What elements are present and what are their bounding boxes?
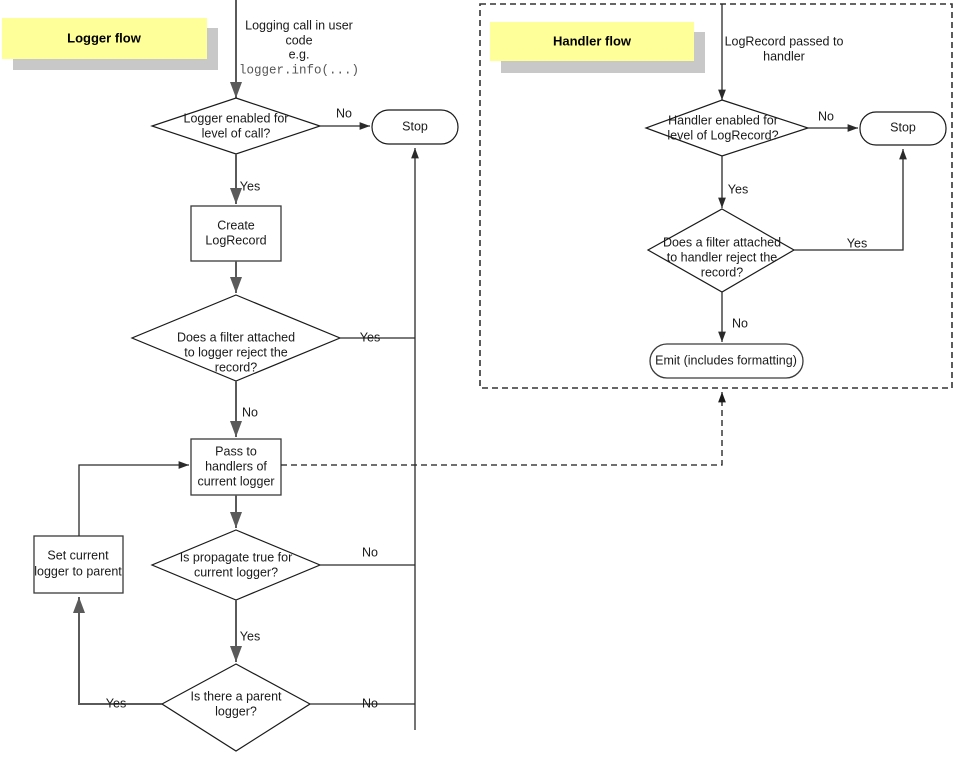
edge-label-logger-filter-yes: Yes <box>360 330 380 344</box>
handler-entry-caption-line2: handler <box>763 49 805 63</box>
node-handler-filter-line3: record? <box>701 265 743 279</box>
node-is-propagate-line1: Is propagate true for <box>180 550 293 564</box>
node-pass-to-handlers-line1: Pass to <box>215 444 257 458</box>
node-create-logrecord-line1: Create <box>217 218 255 232</box>
handler-flow-title-box <box>490 22 694 61</box>
node-logger-filter-line1: Does a filter attached <box>177 330 295 344</box>
node-has-parent[interactable] <box>160 663 312 752</box>
node-create-logrecord-line2: LogRecord <box>205 233 266 247</box>
node-pass-to-handlers-line2: handlers of <box>205 459 267 473</box>
node-handler-filter-line1: Does a filter attached <box>663 235 781 249</box>
edge-label-is-propagate-no: No <box>362 545 378 559</box>
handler-flow-title-badge: Handler flow <box>490 22 705 73</box>
handler-flow-group-border <box>479 3 953 389</box>
logger-entry-caption-line4: logger.info(...) <box>239 63 359 77</box>
node-logger-filter-line2: to logger reject the <box>184 345 288 359</box>
edge-label-logger-enabled-yes: Yes <box>240 179 260 193</box>
edge-label-has-parent-no: No <box>362 696 378 710</box>
node-handler-enabled-line2: level of LogRecord? <box>667 128 778 142</box>
edge-handler-filter-yes <box>794 149 907 251</box>
node-pass-to-handlers-line3: current logger <box>197 474 274 488</box>
node-logger-enabled-line2: level of call? <box>202 126 271 140</box>
edge-has-parent-yes <box>73 597 162 705</box>
logger-entry-caption-line1: Logging call in user <box>245 18 353 32</box>
node-is-propagate-line2: current logger? <box>194 565 278 579</box>
node-handler-enabled-line1: Handler enabled for <box>668 113 778 127</box>
edge-label-handler-filter-no: No <box>732 316 748 330</box>
node-set-parent-line2: logger to parent <box>34 564 122 578</box>
logger-entry-caption-line3: e.g. <box>289 47 310 61</box>
edge-label-handler-filter-yes: Yes <box>847 236 867 250</box>
node-set-parent-line1: Set current <box>47 548 109 562</box>
edge-label-is-propagate-yes: Yes <box>240 629 260 643</box>
node-logger-stop[interactable] <box>371 109 459 145</box>
node-handler-stop[interactable] <box>859 111 947 146</box>
handler-entry-caption-line1: LogRecord passed to <box>725 34 844 48</box>
edge-pass-to-handler-flow <box>281 392 726 466</box>
edge-label-handler-enabled-no: No <box>818 109 834 123</box>
handler-flow-title-label: Handler flow <box>553 33 632 48</box>
logger-entry-caption-line2: code <box>285 33 312 47</box>
node-emit-label: Emit (includes formatting) <box>655 353 797 367</box>
node-logger-enabled-line1: Logger enabled for <box>184 111 289 125</box>
logger-flow-title-badge: Logger flow <box>2 18 218 70</box>
node-pass-to-handlers[interactable] <box>190 438 282 496</box>
node-has-parent-line1: Is there a parent <box>190 689 282 703</box>
node-handler-filter-line2: to handler reject the <box>667 250 778 264</box>
edge-label-has-parent-yes: Yes <box>106 696 126 710</box>
edge-label-handler-enabled-yes: Yes <box>728 182 748 196</box>
edge-set-parent-to-pass <box>78 461 189 536</box>
node-emit[interactable] <box>649 343 804 379</box>
node-set-parent[interactable] <box>33 535 124 594</box>
edge-label-logger-filter-no: No <box>242 405 258 419</box>
node-has-parent-line2: logger? <box>215 704 257 718</box>
edge-label-logger-enabled-no: No <box>336 106 352 120</box>
node-logger-filter-line3: record? <box>215 360 257 374</box>
logger-flow-title-box <box>2 18 207 59</box>
node-logger-stop-label: Stop <box>402 119 428 133</box>
logger-flow-title-label: Logger flow <box>67 30 142 45</box>
node-handler-stop-label: Stop <box>890 120 916 134</box>
